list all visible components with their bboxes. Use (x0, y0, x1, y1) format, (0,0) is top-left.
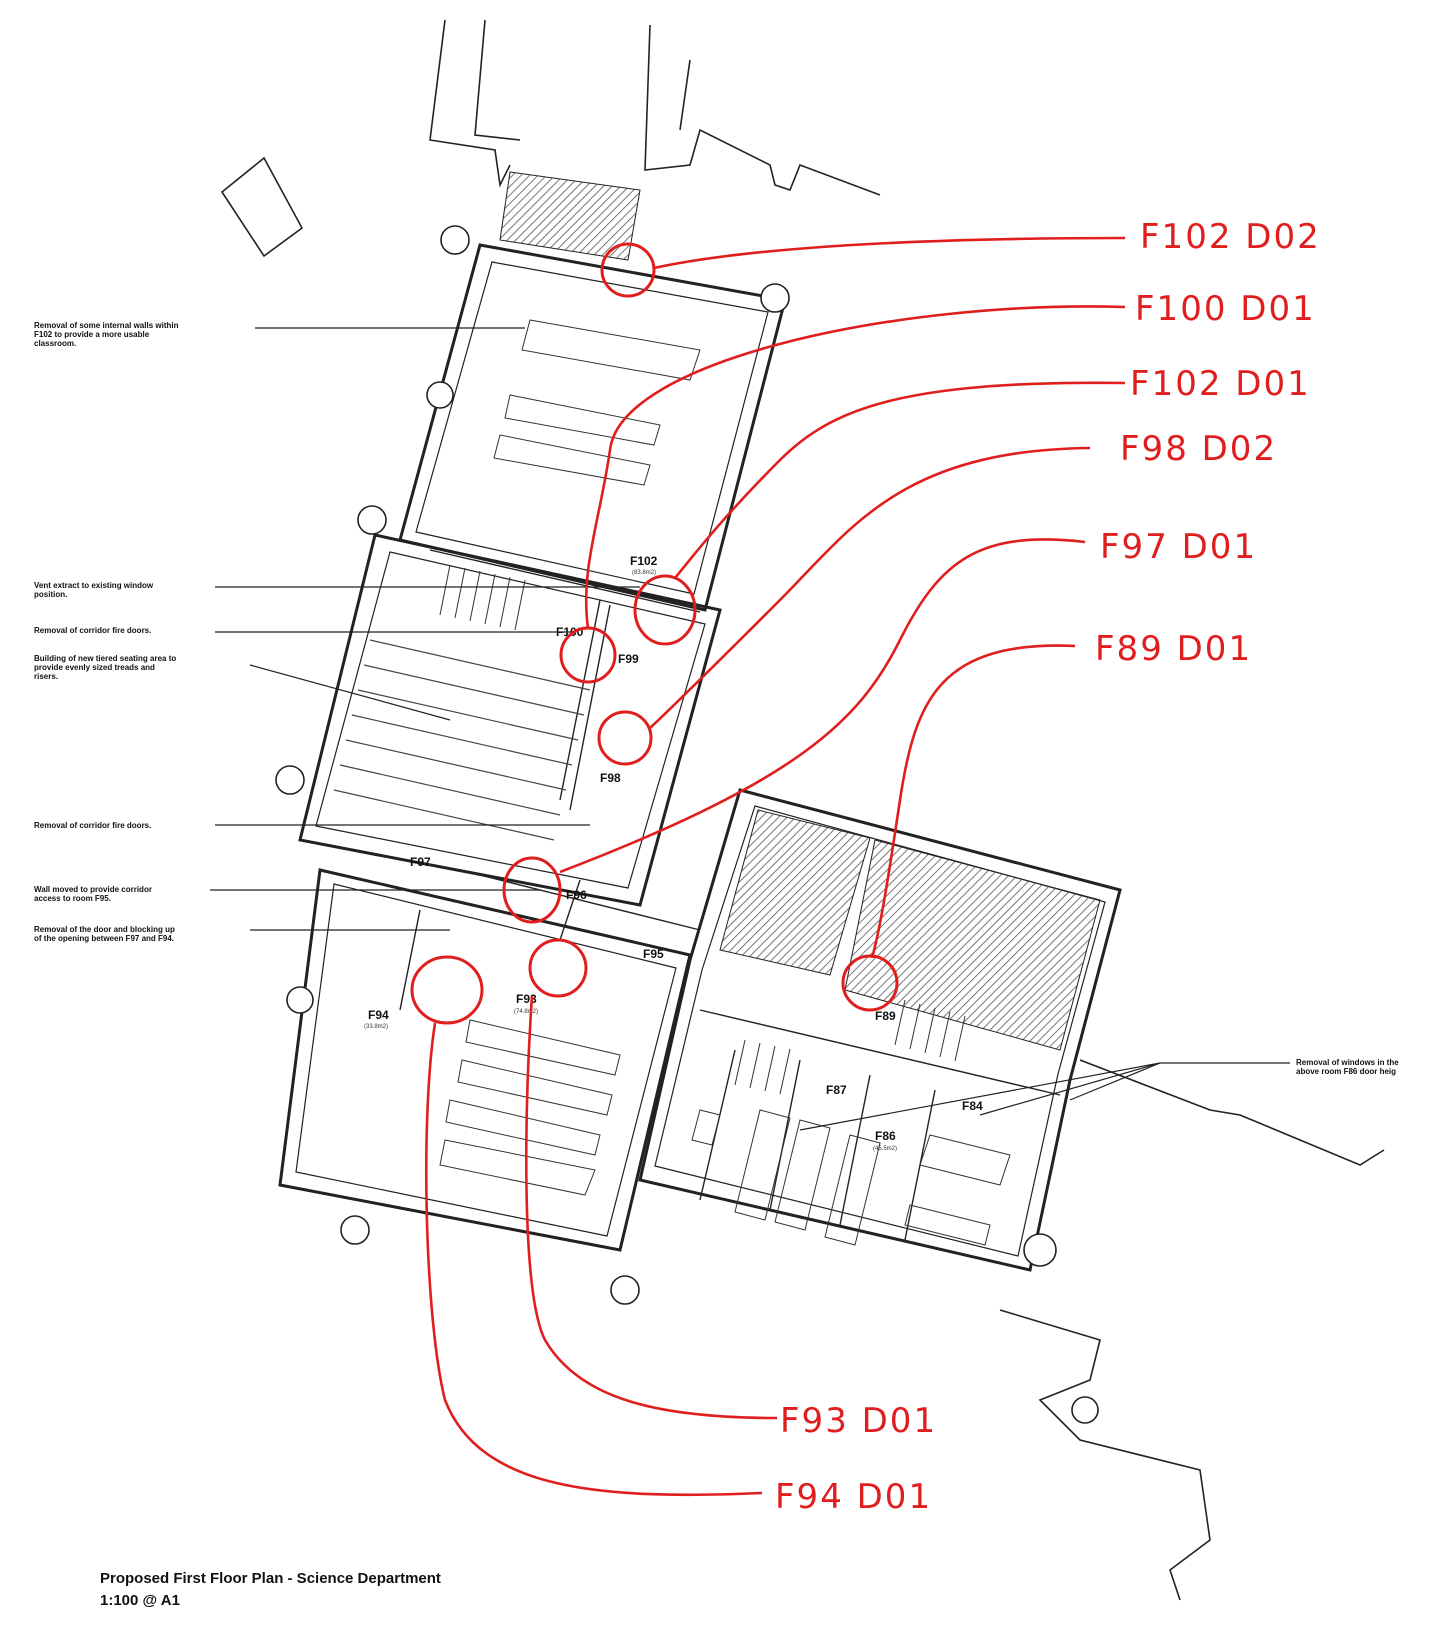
door-tag-f100-d01: F100 D01 (1135, 289, 1316, 329)
room-labels: F102 (83.8m2) F100 F99 F98 F97 F96 F95 F… (364, 554, 983, 1152)
room-f93: F93 (516, 992, 537, 1006)
room-f96: F96 (566, 888, 587, 902)
door-tag-f102-d01: F102 D01 (1130, 364, 1311, 404)
room-f87: F87 (826, 1083, 847, 1097)
area-f86: (45.5m2) (873, 1146, 897, 1152)
columns (275, 225, 1099, 1424)
door-tag-f102-d02: F102 D02 (1140, 217, 1321, 257)
room-f99: F99 (618, 652, 639, 666)
drawing-title: Proposed First Floor Plan - Science Depa… (100, 1570, 441, 1587)
annotation-leaders (210, 327, 1290, 1131)
door-tag-f97-d01: F97 D01 (1100, 527, 1257, 567)
note-tiered-seating: Building of new tiered seating area to p… (34, 654, 177, 681)
room-f95: F95 (643, 947, 664, 961)
room-f102: F102 (630, 554, 658, 568)
room-f89: F89 (875, 1009, 896, 1023)
drawing-scale: 1:100 @ A1 (100, 1592, 180, 1609)
note-corridor-fire-doors-1: Removal of corridor fire doors. (34, 626, 152, 635)
furniture (439, 319, 1011, 1246)
hatched-areas (499, 171, 1101, 1051)
door-tags: F102 D02 F100 D01 F102 D01 F98 D02 F97 D… (775, 217, 1321, 1517)
door-tag-f93-d01: F93 D01 (780, 1401, 937, 1441)
site-boundary (220, 19, 1385, 1601)
stairs (439, 564, 966, 1095)
markup-leaders (424, 236, 1126, 1497)
note-wall-moved: Wall moved to provide corridor access to… (34, 885, 152, 903)
room-f97: F97 (410, 855, 431, 869)
room-f98: F98 (600, 771, 621, 785)
note-f102-walls: Removal of some internal walls within F1… (34, 321, 179, 348)
room-f84: F84 (962, 1099, 983, 1113)
room-f86: F86 (875, 1129, 896, 1143)
area-f102: (83.8m2) (632, 570, 656, 576)
note-windows-removal: Removal of windows in the above room F86… (1296, 1058, 1399, 1076)
door-tag-f89-d01: F89 D01 (1095, 629, 1252, 669)
building-walls (278, 243, 1122, 1272)
note-door-removal: Removal of the door and blocking up of t… (34, 925, 175, 943)
door-tag-f94-d01: F94 D01 (775, 1477, 932, 1517)
markup-circles (410, 242, 899, 1025)
door-tag-f98-d02: F98 D02 (1120, 429, 1277, 469)
area-f93: (74.8m2) (514, 1009, 538, 1015)
tiered-seating (333, 639, 591, 841)
room-f94: F94 (368, 1008, 389, 1022)
note-corridor-fire-doors-2: Removal of corridor fire doors. (34, 821, 152, 830)
note-vent-extract: Vent extract to existing window position… (34, 581, 154, 599)
area-f94: (33.8m2) (364, 1024, 388, 1030)
